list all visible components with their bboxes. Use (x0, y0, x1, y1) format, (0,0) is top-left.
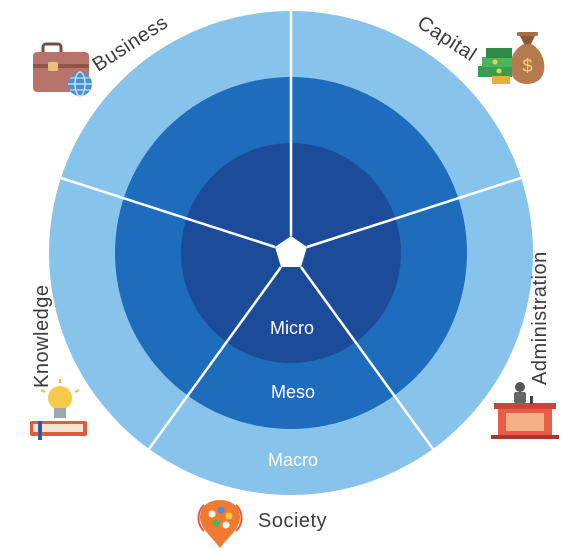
ring-label-meso: Meso (271, 382, 315, 402)
society-location-pin-icon (197, 500, 243, 548)
divider-upper-right (306, 176, 522, 249)
money-bag-icon: $ (478, 32, 545, 84)
lightbulb-book-icon (30, 379, 87, 440)
ring-label-micro: Micro (270, 318, 314, 338)
sector-label-society: Society (258, 510, 327, 532)
divider-upper-left (60, 176, 276, 249)
sector-label-administration: Administration (529, 251, 551, 385)
briefcase-globe-icon (33, 42, 92, 97)
sector-dividers (60, 11, 522, 450)
divider-lower-right (299, 266, 435, 450)
divider-lower-left (147, 266, 283, 450)
center-pentagon (275, 236, 307, 267)
ring-label-macro: Macro (268, 450, 318, 470)
podium-icon (491, 382, 559, 439)
svg-text:$: $ (522, 56, 532, 76)
sector-label-knowledge: Knowledge (31, 285, 53, 388)
